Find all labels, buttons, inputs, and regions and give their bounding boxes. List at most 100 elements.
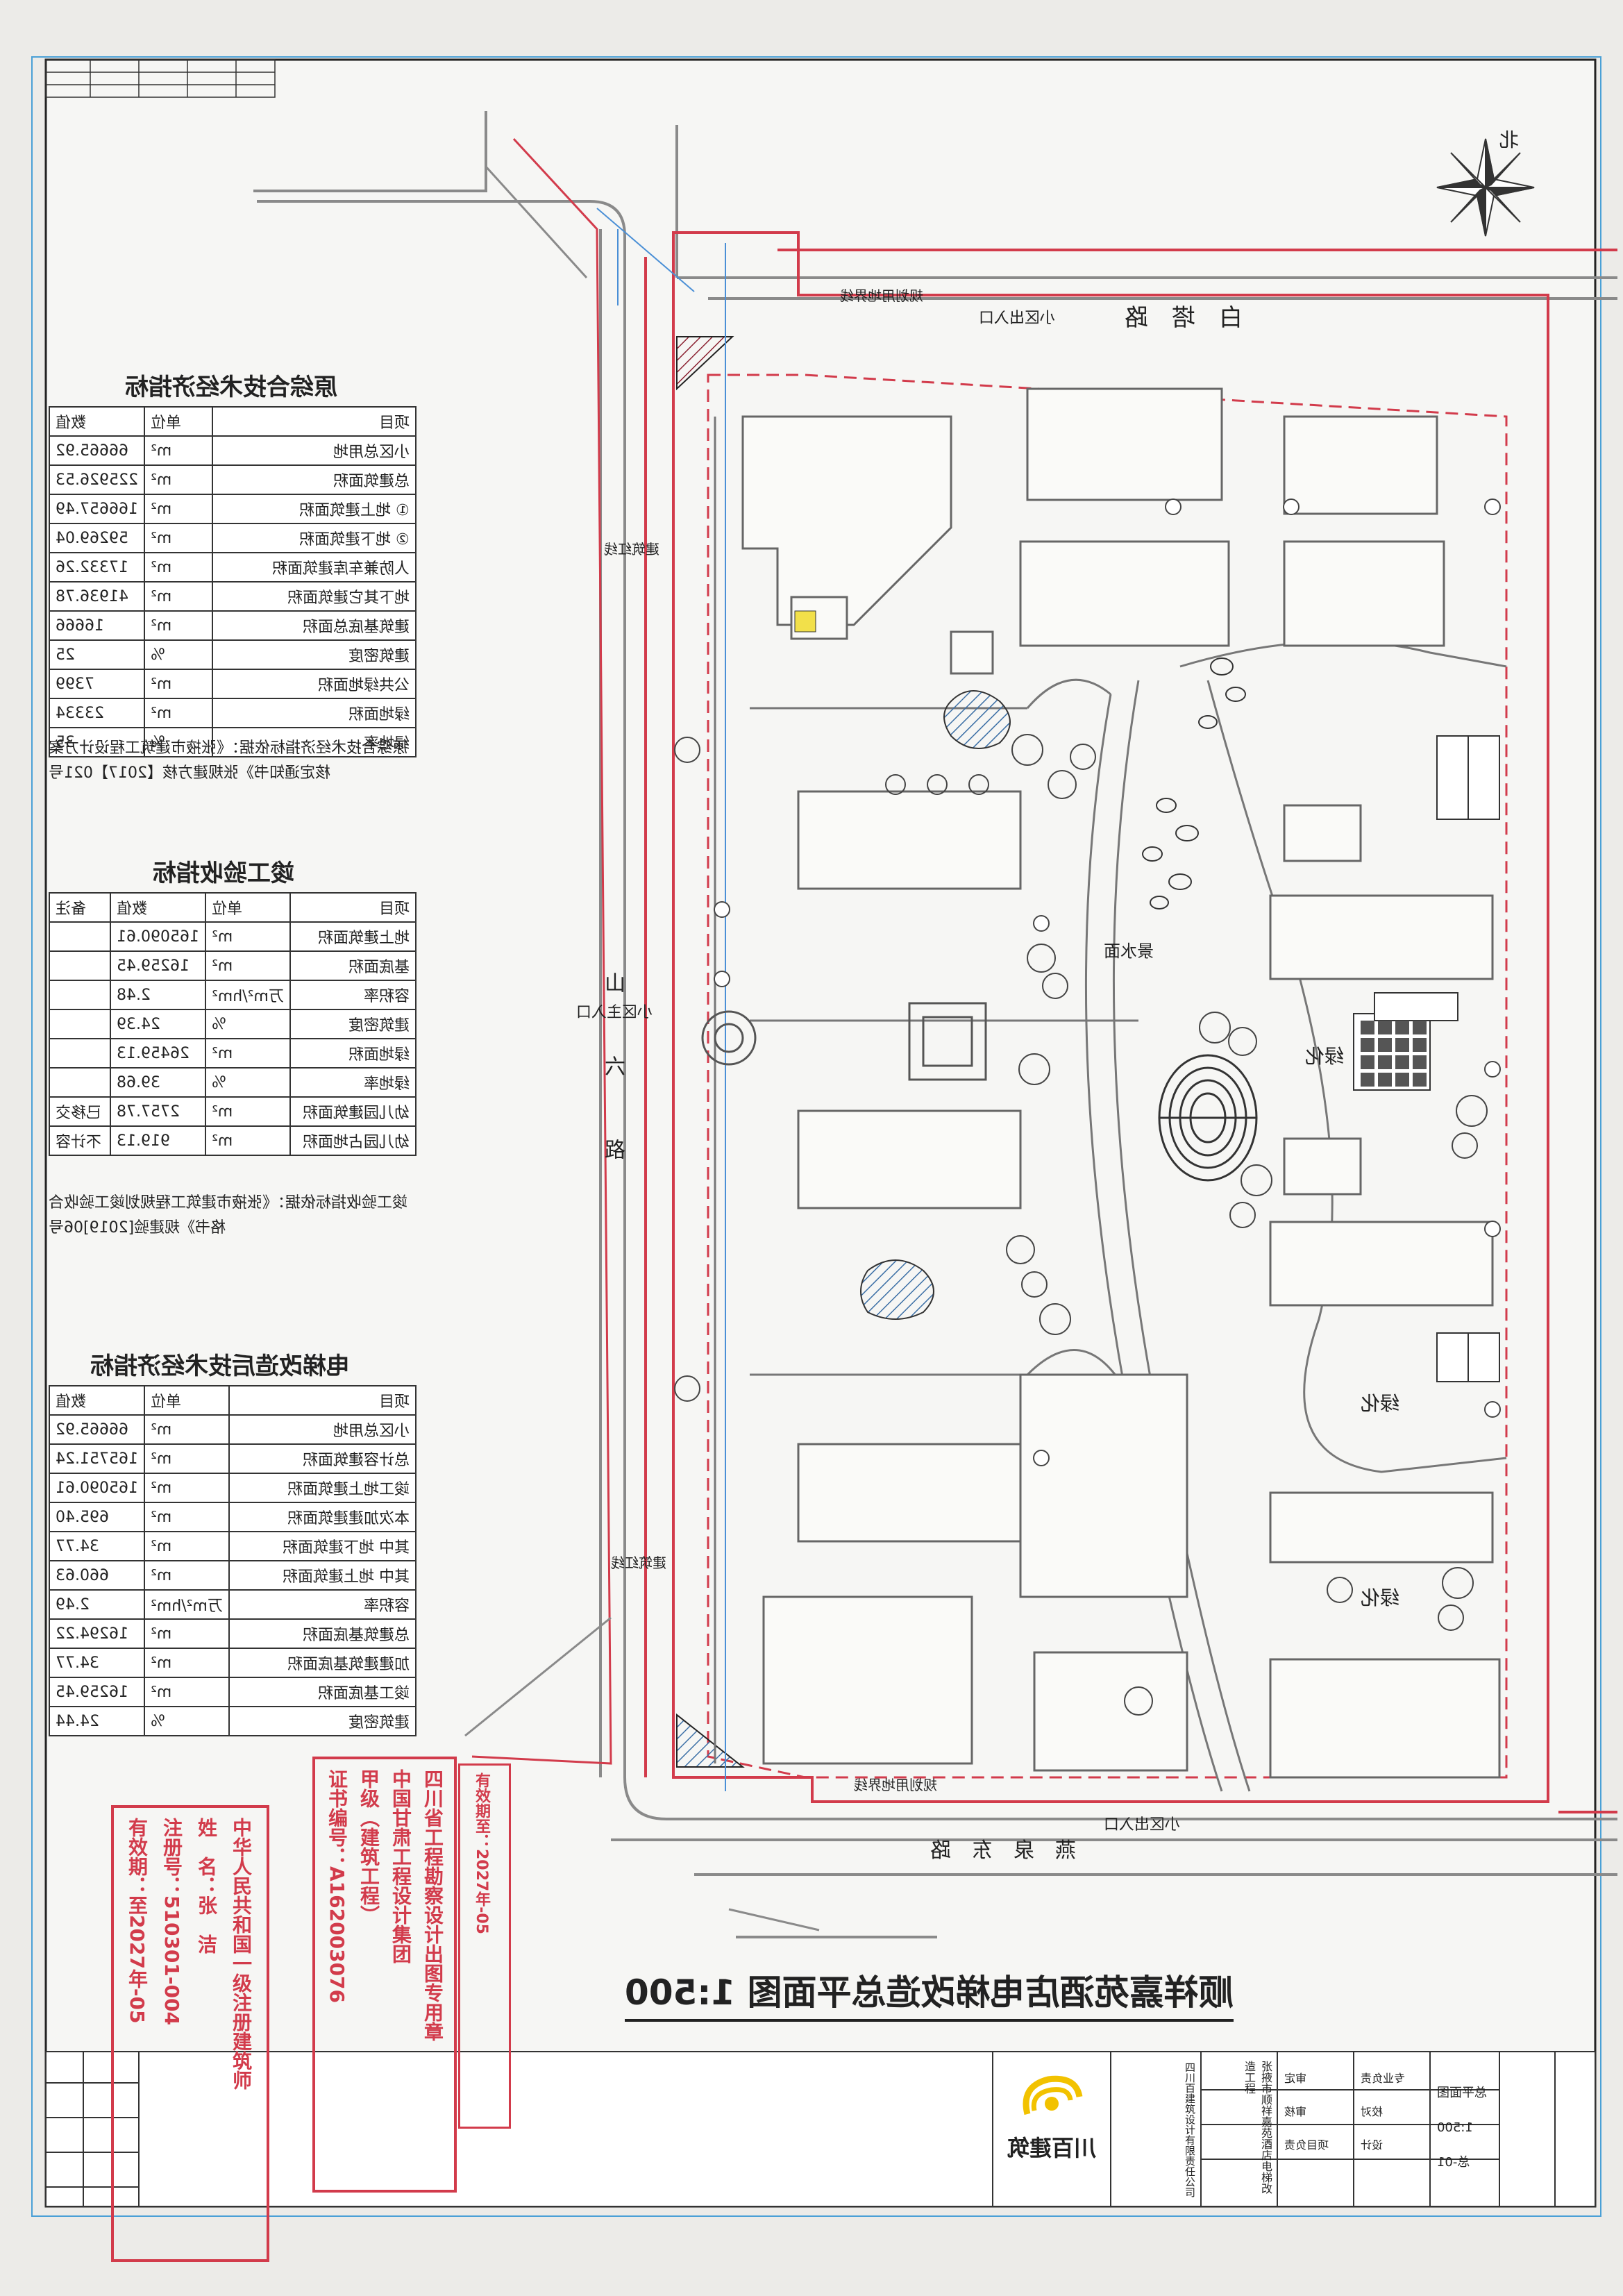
project-name: 张掖市顺祥嘉苑酒店电梯改造工程 bbox=[1243, 2061, 1272, 2194]
validity-stamp: 有效期至：2027年-05 bbox=[458, 1763, 511, 2129]
table-elevator-title: 电梯改造后技术经济指标 bbox=[90, 1352, 350, 1380]
central-plaza bbox=[1158, 1054, 1258, 1182]
road-south-label: 燕 泉 东 路 bbox=[930, 1838, 1076, 1863]
role-item: 专业负责 bbox=[1361, 2072, 1406, 2085]
north-label: 北 bbox=[1499, 128, 1520, 151]
main-entrance-label: 小区主入口 bbox=[576, 1004, 653, 1021]
corner-hatch-nw bbox=[676, 336, 734, 391]
green-label-1: 绿化 bbox=[1305, 1045, 1345, 1068]
table-row: 24.39%建筑密度 bbox=[49, 1009, 417, 1039]
role-item: 审定 bbox=[1284, 2072, 1307, 2085]
drawing-info: 总平面图 1:500 总-01 bbox=[1437, 2076, 1487, 2180]
role-item: 设计 bbox=[1361, 2138, 1384, 2152]
role-item: 审核 bbox=[1284, 2105, 1307, 2118]
building-north-2 bbox=[1283, 415, 1438, 515]
company-name: 川百建筑 bbox=[1007, 2135, 1096, 2161]
property-line bbox=[644, 231, 1617, 1813]
nw-diagonal bbox=[471, 137, 612, 1765]
role-item: 校对 bbox=[1361, 2105, 1384, 2118]
corner-hatch-sw bbox=[676, 1713, 745, 1768]
building-south-2 bbox=[1033, 1651, 1188, 1772]
road-lines bbox=[253, 111, 1617, 1938]
logo-mark-icon bbox=[1023, 2075, 1083, 2115]
table-row: 35%绿地率 bbox=[49, 727, 417, 757]
entrance-plaza bbox=[701, 1002, 987, 1081]
role-list: 审定 审核 项目负责 bbox=[1284, 2062, 1329, 2162]
building-west-2 bbox=[797, 1109, 1022, 1209]
role-item: 项目负责 bbox=[1284, 2138, 1329, 2152]
role-list-2: 专业负责 校对 设计 bbox=[1361, 2062, 1405, 2162]
table-row: 25%建筑密度 bbox=[49, 639, 417, 670]
grid-markers bbox=[714, 498, 1501, 1466]
design-institute-stamp: 四川省工程勘察设计出图专用章 中国甘肃工程设计集团 甲级（建筑工程） 证书编号：… bbox=[312, 1757, 457, 2193]
building-north-1 bbox=[1026, 387, 1223, 501]
building-east-3 bbox=[1269, 1491, 1494, 1564]
buildings bbox=[741, 387, 1501, 1779]
building-west-3 bbox=[797, 1443, 1022, 1543]
company-logo: 川百建筑 bbox=[1000, 2065, 1104, 2197]
table-row: 39.68%绿地率 bbox=[49, 1067, 417, 1098]
drawing-title: 顺祥嘉苑酒店电梯改造总平面图 1:500 bbox=[625, 1965, 1234, 2022]
landscape-blobs bbox=[860, 690, 1011, 1320]
redline-label-3: 规划用地界线 bbox=[854, 1777, 937, 1793]
drawing-name: 总平面图 bbox=[1437, 2086, 1487, 2100]
entrance-north-label: 小区出入口 bbox=[979, 310, 1056, 327]
redline-label-2: 建筑红线 bbox=[604, 541, 659, 558]
building-west-1 bbox=[797, 790, 1022, 890]
entrance-south-label: 小区出入口 bbox=[1104, 1816, 1181, 1834]
building-row-2 bbox=[1283, 540, 1445, 647]
redline-label-4: 建筑红线 bbox=[611, 1555, 666, 1571]
green-label-2: 绿化 bbox=[1361, 1392, 1400, 1415]
table-original-note: 原综合技术经济指标依据：《张掖市建筑工程设计方案核定通知书》张规建方核【2017… bbox=[49, 739, 408, 782]
internal-roads bbox=[714, 417, 1507, 1792]
road-west-label: 山 六 路 bbox=[600, 972, 625, 1180]
green-label-3: 绿化 bbox=[1361, 1586, 1400, 1609]
redline-label-1: 规划用地界线 bbox=[840, 287, 923, 304]
drawing-scale: 1:500 bbox=[1437, 2120, 1473, 2135]
company-subname: 四川百建筑设计有限责任公司 bbox=[1184, 2062, 1196, 2197]
elevator-highlight bbox=[794, 610, 816, 632]
trees bbox=[674, 734, 1488, 1716]
building-row-1 bbox=[1019, 540, 1230, 647]
water-label: 景水面 bbox=[1104, 941, 1154, 961]
road-north-label: 白 塔 路 bbox=[1125, 304, 1243, 332]
north-arrow bbox=[1436, 138, 1535, 237]
table-original-title: 原综合技术经济指标 bbox=[125, 374, 337, 401]
sheet-number: 总-01 bbox=[1437, 2155, 1470, 2170]
building-east-1 bbox=[1269, 894, 1494, 980]
axis-lines bbox=[596, 208, 726, 1791]
outer-frame bbox=[31, 56, 1601, 2217]
building-south-1 bbox=[762, 1595, 973, 1765]
parking-tiles bbox=[1361, 1021, 1427, 1087]
title-strip bbox=[45, 2051, 1596, 2207]
